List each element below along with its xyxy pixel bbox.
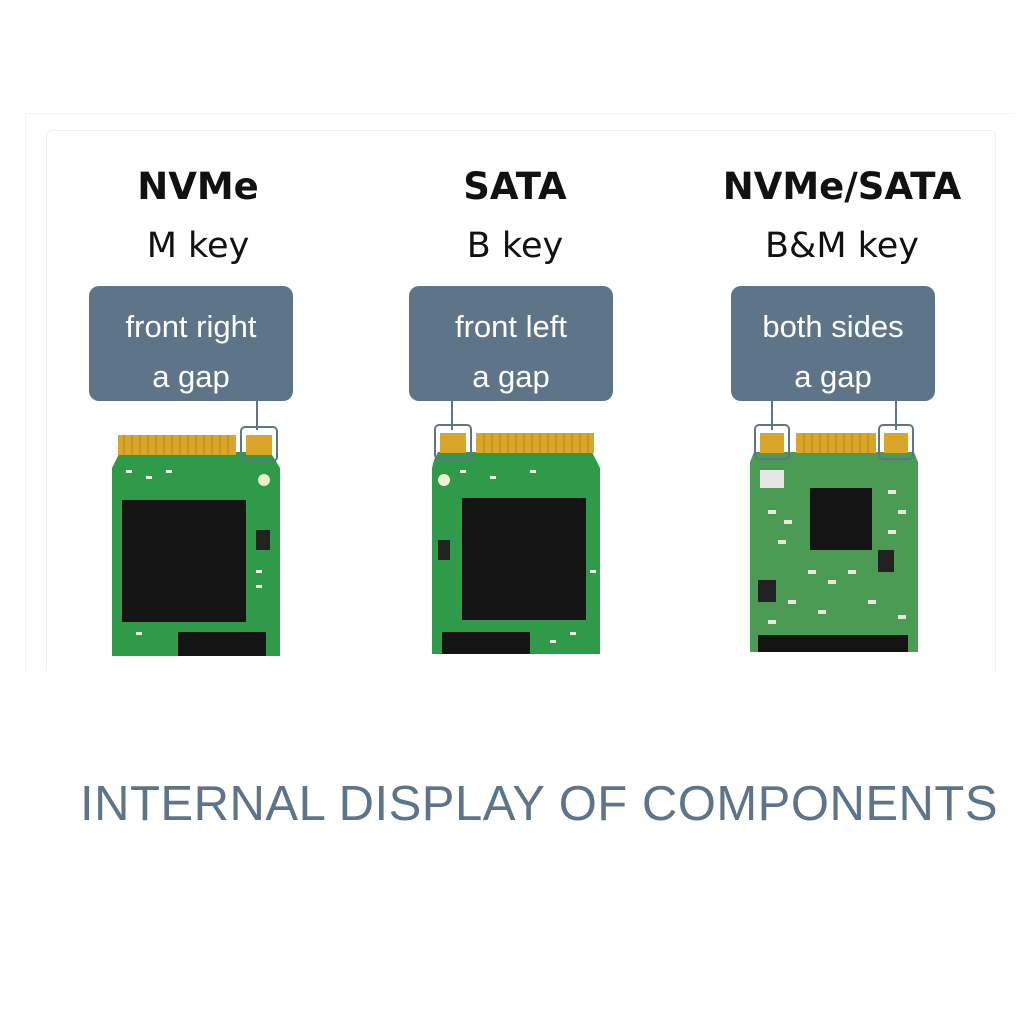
callout-line-1: front right <box>125 309 257 344</box>
callout-line-1: both sides <box>762 309 904 344</box>
callout-line-1: front left <box>455 309 567 344</box>
card-key-type: B key <box>466 226 564 266</box>
m2-board-sata <box>432 401 600 654</box>
card-title: SATA <box>463 165 567 208</box>
callout-line-2: a gap <box>472 359 550 394</box>
callout-box: front left a gap <box>409 286 613 401</box>
card-key-type: B&M key <box>765 226 919 266</box>
card-nvme-sata: NVMe/SATA B&M key both sides a gap <box>692 0 992 1020</box>
card-key-type: M key <box>146 226 250 266</box>
card-nvme: NVMe M key front right a gap <box>48 0 348 1020</box>
card-title: NVMe <box>137 165 259 208</box>
callout-line-2: a gap <box>794 359 872 394</box>
callout-line-2: a gap <box>152 359 230 394</box>
page-heading: INTERNAL DISPLAY OF COMPONENTS <box>80 777 999 831</box>
m2-board-nvme <box>112 401 280 656</box>
m2-board-nvme-sata <box>750 401 918 652</box>
panel-outer-frame <box>25 113 1015 673</box>
callout-box: both sides a gap <box>731 286 935 401</box>
callout-box: front right a gap <box>89 286 293 401</box>
card-title: NVMe/SATA <box>722 165 962 208</box>
card-sata: SATA B key front left a gap <box>365 0 665 1020</box>
